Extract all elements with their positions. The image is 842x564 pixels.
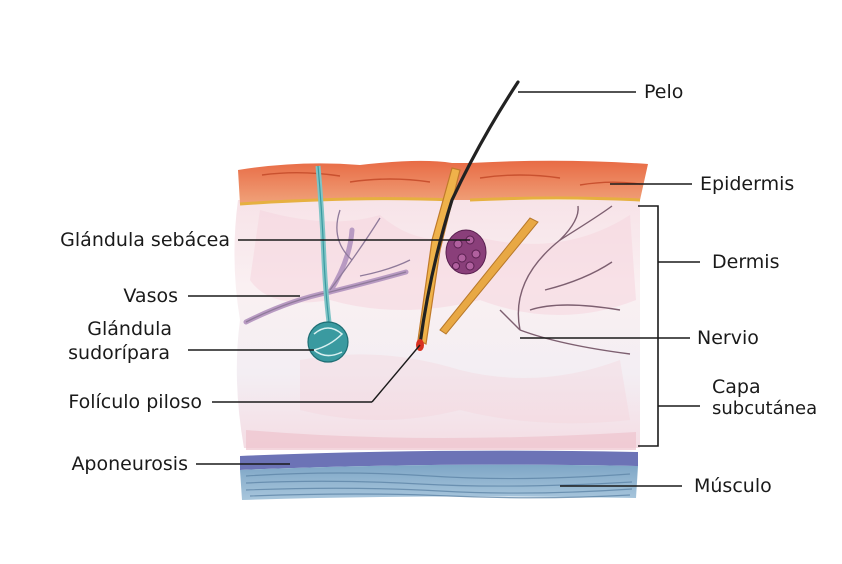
label-foliculo-piloso: Folículo piloso <box>68 391 202 413</box>
label-nervio: Nervio <box>697 327 759 349</box>
label-vasos: Vasos <box>123 285 178 307</box>
label-musculo: Músculo <box>694 475 772 497</box>
label-epidermis: Epidermis <box>700 173 794 195</box>
layer-brackets <box>638 206 658 446</box>
label-dermis: Dermis <box>712 251 779 273</box>
label-pelo: Pelo <box>644 81 683 103</box>
label-aponeurosis: Aponeurosis <box>71 453 188 475</box>
sebaceous-gland <box>446 230 486 274</box>
sweat-gland <box>308 322 348 362</box>
label-glandula-sebacea: Glándula sebácea <box>60 229 230 251</box>
label-capa-subcutanea-1: Capa <box>712 376 761 398</box>
label-glandula-sudoripara-1: Glándula <box>87 318 172 340</box>
label-glandula-sudoripara-2: sudorípara <box>68 342 170 364</box>
label-capa-subcutanea-2: subcutánea <box>712 398 817 420</box>
